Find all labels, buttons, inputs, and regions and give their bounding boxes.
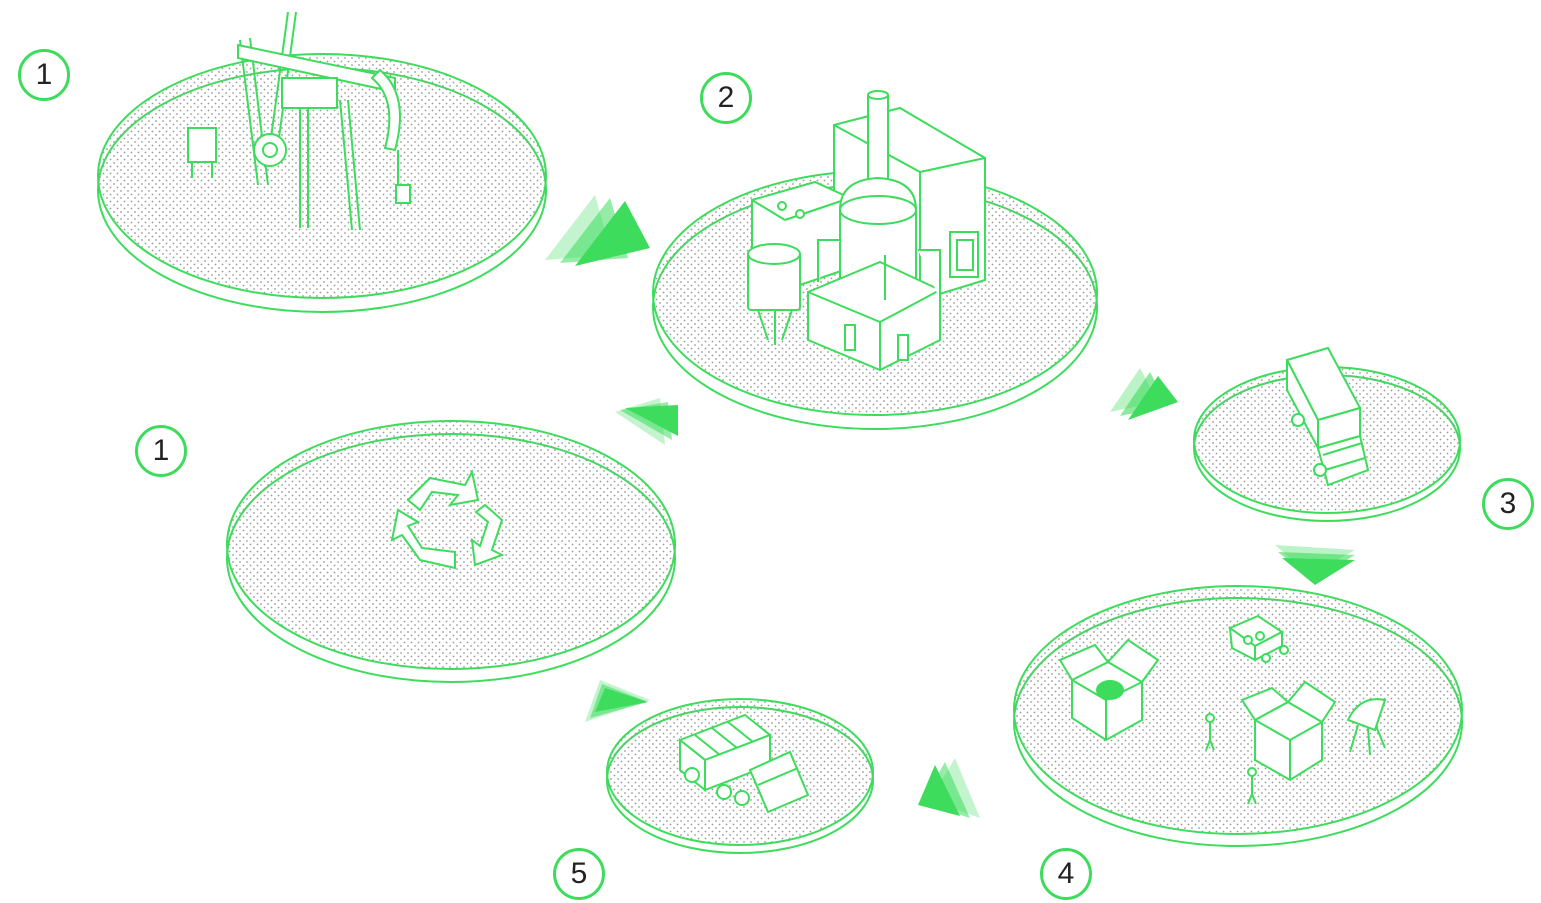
recycling-symbol-icon bbox=[390, 469, 505, 570]
step-number: 2 bbox=[717, 81, 735, 114]
platform-extraction bbox=[97, 11, 547, 313]
step-number: 1 bbox=[152, 434, 170, 467]
refinery-plant-icon bbox=[747, 90, 986, 372]
garbage-truck-icon bbox=[678, 713, 810, 814]
platform-disposal bbox=[606, 698, 874, 854]
step-number: 5 bbox=[570, 857, 588, 890]
delivery-truck-icon bbox=[1285, 346, 1370, 487]
arrow-5-to-1 bbox=[585, 680, 650, 722]
arrow-1-to-2 bbox=[545, 195, 650, 266]
step-number: 4 bbox=[1057, 857, 1075, 890]
oil-pump-jack-icon bbox=[187, 11, 411, 231]
step-badge-1: 1 bbox=[18, 49, 70, 101]
step-badge-4: 4 bbox=[1040, 848, 1092, 900]
step-number: 3 bbox=[1499, 487, 1517, 520]
step-badge-3: 3 bbox=[1482, 478, 1534, 530]
platform-processing bbox=[652, 90, 1098, 430]
platform-consumption bbox=[1013, 585, 1463, 847]
platform-distribution bbox=[1193, 346, 1461, 522]
arrow-2-to-3 bbox=[1110, 368, 1178, 420]
step-number: 1 bbox=[35, 58, 53, 91]
arrow-3-to-4 bbox=[1275, 545, 1355, 585]
platform-recycling bbox=[226, 420, 676, 683]
arrow-1-to-2-return bbox=[615, 398, 678, 445]
step-badge-1-recycle: 1 bbox=[135, 425, 187, 477]
arrow-4-to-5 bbox=[918, 758, 980, 818]
step-badge-2: 2 bbox=[700, 72, 752, 124]
step-badge-5: 5 bbox=[553, 848, 605, 900]
packaged-products-and-people-icon bbox=[1058, 614, 1387, 805]
